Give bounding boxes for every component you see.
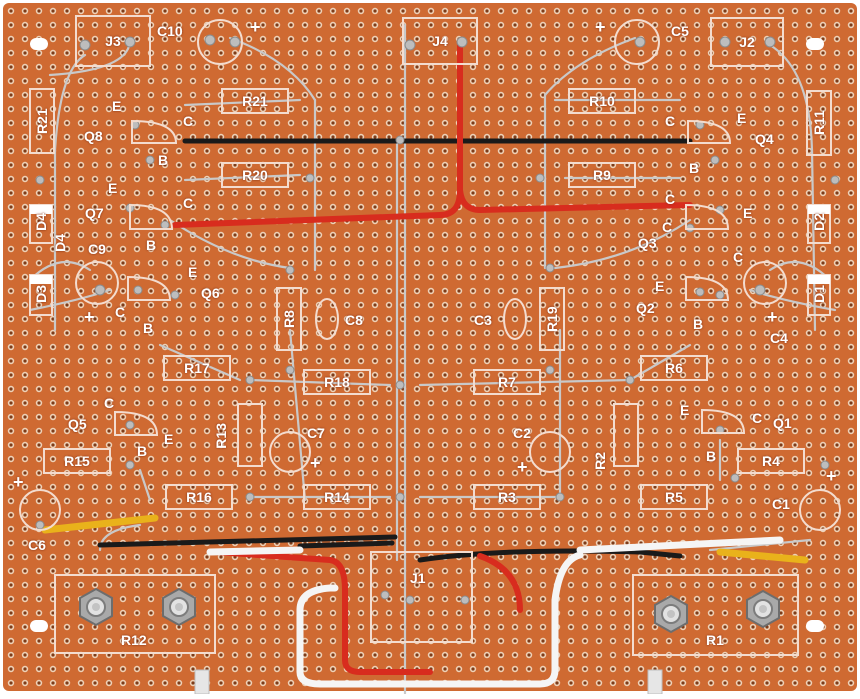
- q4-pin-c: C: [665, 113, 676, 129]
- label-c2: C2: [513, 425, 531, 441]
- q2-pin-e: E: [655, 278, 665, 294]
- label-c3: C3: [474, 312, 492, 328]
- label-c10: C10: [157, 23, 183, 39]
- label-r5: R5: [640, 484, 708, 510]
- q2-pin-b: B: [693, 316, 704, 332]
- silver-jumper-wires: [28, 23, 837, 696]
- label-r16: R16: [165, 484, 233, 510]
- q3-pin-c-lower: C: [662, 219, 673, 235]
- label-r21-left: R21: [29, 88, 55, 154]
- q6-pin-c: C: [115, 304, 126, 320]
- label-j1: J1: [410, 570, 426, 586]
- q1-pin-b: B: [706, 448, 717, 464]
- label-q2: Q2: [636, 300, 655, 316]
- pot-r12-nuts: [79, 587, 196, 627]
- label-q4: Q4: [755, 131, 774, 147]
- label-d3: D3: [33, 285, 49, 303]
- q8-pin-e: E: [112, 98, 122, 114]
- q4-pin-b: B: [689, 160, 700, 176]
- q7-pin-e: E: [108, 180, 118, 196]
- label-q3: Q3: [638, 235, 657, 251]
- red-wires: [172, 42, 693, 675]
- c10-plus-mark: +: [250, 17, 261, 37]
- label-r13-box: [237, 403, 263, 467]
- label-r19: R19: [539, 287, 565, 351]
- label-r9: R9: [568, 162, 636, 188]
- label-r6: R6: [640, 355, 708, 381]
- label-c6: C6: [28, 537, 46, 553]
- q7-pin-c: C: [183, 195, 194, 211]
- c7-plus-mark: +: [310, 453, 321, 473]
- label-r1: R1: [706, 632, 724, 648]
- q6-pin-e: E: [188, 264, 198, 280]
- c4-plus-mark: +: [767, 307, 778, 327]
- q3-pin-c: C: [665, 191, 676, 207]
- c1-plus-mark: +: [826, 466, 837, 486]
- c9-plus-mark: +: [84, 307, 95, 327]
- label-r12: R12: [121, 632, 147, 648]
- label-d4: D4: [52, 234, 68, 252]
- label-j3: J3: [75, 15, 151, 67]
- label-c8: C8: [345, 312, 363, 328]
- label-c9: C9: [88, 241, 106, 257]
- q1-pin-e: E: [680, 402, 690, 418]
- label-r18: R18: [303, 369, 371, 395]
- label-c7: C7: [307, 425, 325, 441]
- label-r20: R20: [221, 162, 289, 188]
- q5-pin-e: E: [164, 431, 174, 447]
- q1-pin-c: C: [752, 410, 763, 426]
- q5-pin-c: C: [104, 395, 115, 411]
- q8-pin-b: B: [158, 152, 169, 168]
- label-r8: R8: [276, 287, 302, 351]
- c6-plus-mark: +: [13, 472, 24, 492]
- q3-pin-e: E: [743, 205, 753, 221]
- label-r10: R10: [568, 88, 636, 114]
- q3-pin-c-right: C: [733, 249, 744, 265]
- label-r17: R17: [163, 355, 231, 381]
- diode-stripes: [30, 205, 830, 284]
- label-q8: Q8: [84, 128, 103, 144]
- c2-plus-mark: +: [517, 457, 528, 477]
- label-r13: R13: [213, 423, 229, 449]
- label-c1: C1: [772, 496, 790, 512]
- solder-joints: [35, 34, 840, 605]
- q4-pin-e: E: [737, 110, 747, 126]
- yellow-wires: [41, 514, 809, 564]
- label-q6: Q6: [201, 285, 220, 301]
- label-r21: R21: [221, 88, 289, 114]
- label-r7: R7: [473, 369, 541, 395]
- q6-pin-b: B: [143, 320, 154, 336]
- label-r4: R4: [737, 448, 805, 474]
- label-r15: R15: [43, 448, 111, 474]
- label-r11: R11: [806, 90, 832, 156]
- label-r2: R2: [592, 452, 608, 470]
- label-c4: C4: [770, 330, 788, 346]
- label-j2: J2: [710, 17, 784, 67]
- pot-r1-nuts: [654, 589, 780, 634]
- q8-pin-c: C: [183, 113, 194, 129]
- label-q1: Q1: [773, 415, 792, 431]
- mounting-holes: [30, 38, 824, 632]
- label-r14: R14: [303, 484, 371, 510]
- label-r3: R3: [473, 484, 541, 510]
- label-d2: D2: [811, 213, 827, 231]
- label-d1: D1: [811, 285, 827, 303]
- white-wires: [206, 536, 784, 688]
- label-j4: J4: [402, 17, 478, 65]
- label-r2-box: [613, 403, 639, 467]
- standoffs: [194, 669, 663, 695]
- label-c5: C5: [671, 23, 689, 39]
- c5-plus-mark: +: [595, 17, 606, 37]
- q7-pin-b: B: [146, 237, 157, 253]
- label-q7: Q7: [85, 205, 104, 221]
- q5-pin-b: B: [137, 443, 148, 459]
- label-d4-box: D4: [33, 213, 49, 231]
- label-q5: Q5: [68, 416, 87, 432]
